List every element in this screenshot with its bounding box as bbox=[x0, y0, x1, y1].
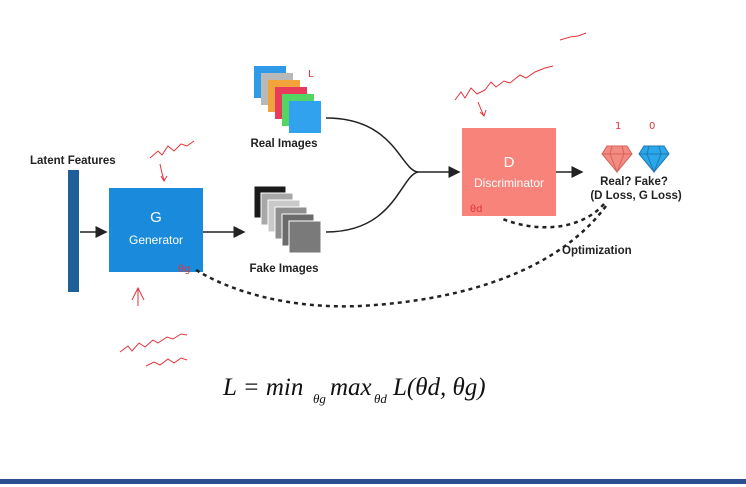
optimization-label: Optimization bbox=[562, 245, 632, 257]
real-gem-icon bbox=[601, 145, 633, 174]
handwritten-one-mark: 1 bbox=[615, 121, 621, 132]
discriminator-letter: D bbox=[504, 154, 515, 171]
generator-letter: G bbox=[150, 209, 162, 226]
generator-name: Generator bbox=[129, 233, 183, 247]
handwritten-scribbles bbox=[119, 32, 587, 367]
real-images-label: Real Images bbox=[250, 138, 317, 150]
handwritten-zero-mark: 0 bbox=[649, 121, 655, 132]
formula-lhs: L = min bbox=[222, 374, 303, 401]
output-loss-label: (D Loss, G Loss) bbox=[590, 190, 682, 202]
generator-box bbox=[109, 188, 203, 272]
fake-images-connector bbox=[325, 171, 419, 233]
formula-sub-g: θg bbox=[313, 391, 326, 406]
optimization-to-discriminator-line bbox=[499, 203, 605, 229]
latent-features-label: Latent Features bbox=[30, 155, 116, 167]
fake-images-stack bbox=[253, 185, 322, 254]
discriminator-box bbox=[462, 128, 556, 216]
latent-features-bar bbox=[68, 170, 79, 292]
handwritten-L-mark: L bbox=[308, 69, 314, 80]
optimization-to-generator-line bbox=[192, 205, 608, 308]
fake-gem-icon bbox=[638, 145, 670, 174]
formula-sub-d: θd bbox=[374, 391, 387, 406]
handwritten-theta-d: θd bbox=[470, 204, 482, 215]
real-images-stack bbox=[254, 66, 321, 133]
fake-images-label: Fake Images bbox=[249, 263, 318, 275]
formula-max: max bbox=[330, 374, 372, 401]
bottom-rule bbox=[0, 479, 746, 484]
real-images-connector bbox=[325, 117, 419, 173]
output-question-label: Real? Fake? bbox=[600, 176, 668, 188]
handwritten-theta-g: θg bbox=[178, 264, 190, 275]
discriminator-name: Discriminator bbox=[474, 176, 544, 190]
objective-formula: L = min θg max θd L(θd, θg) bbox=[222, 374, 486, 406]
formula-rhs: L(θd, θg) bbox=[392, 374, 486, 401]
